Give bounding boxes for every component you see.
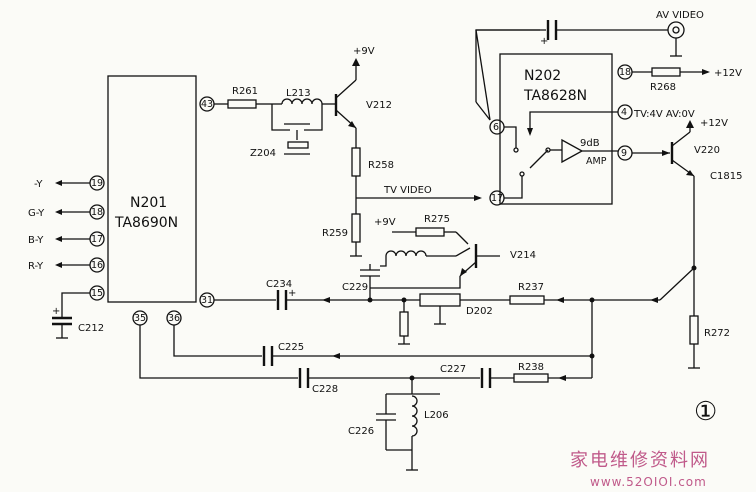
label-v220: V220: [694, 145, 720, 156]
pin-19: 19: [91, 178, 103, 189]
pin-35: 35: [134, 313, 146, 324]
amp-gain: 9dB: [580, 138, 600, 149]
label-plus12b: +12V: [700, 118, 728, 129]
pin-31: 31: [201, 295, 213, 306]
n202-pin-17: 17: [491, 193, 503, 204]
cap-c212: +: [52, 292, 90, 339]
pin43-network: [214, 58, 482, 257]
svg-text:+: +: [288, 288, 296, 299]
figure-number: ①: [694, 397, 717, 427]
label-c227: C227: [440, 364, 466, 375]
label-d202: D202: [466, 306, 493, 317]
signal-g-y: G-Y: [28, 208, 45, 219]
v214-network: [370, 227, 500, 289]
feedback-network: [139, 300, 595, 471]
pin4-note: TV:4V AV:0V: [633, 109, 695, 120]
label-v214: V214: [510, 250, 536, 261]
label-z204: Z204: [250, 148, 276, 159]
n202-internal: [504, 111, 618, 199]
label-r258: R258: [368, 160, 394, 171]
label-r259: R259: [322, 228, 348, 239]
ic-n202-part: TA8628N: [523, 88, 587, 104]
label-r268: R268: [650, 82, 676, 93]
n202-pin-9: 9: [621, 148, 627, 159]
pin-15: 15: [91, 288, 103, 299]
svg-text:+: +: [540, 36, 548, 47]
pin31-network: +: [214, 264, 600, 345]
n202-pin-18: 18: [619, 67, 631, 78]
n202-pin-4: 4: [621, 107, 627, 118]
signal-r-y: R-Y: [28, 261, 44, 272]
signal-b-y: B-Y: [28, 235, 44, 246]
pin-18: 18: [91, 207, 103, 218]
label-r238: R238: [518, 362, 544, 373]
label-c1815: C1815: [710, 171, 742, 182]
pin-17: 17: [91, 234, 103, 245]
pin-16: 16: [91, 260, 103, 271]
n201-output-lines: [55, 180, 90, 268]
label-r237: R237: [518, 282, 544, 293]
label-r275: R275: [424, 214, 450, 225]
label-c229: C229: [342, 282, 368, 293]
label-tv-video: TV VIDEO: [383, 185, 432, 196]
av-input-network: +: [475, 20, 710, 121]
ic-n201-ref: N201: [130, 195, 167, 211]
ic-n201-body: [107, 75, 197, 303]
label-l206: L206: [424, 410, 449, 421]
label-plus9b: +9V: [374, 217, 396, 228]
label-plus9a: +9V: [353, 46, 375, 57]
signal-y: -Y: [34, 179, 43, 190]
n201-left-pins: 19 18 17 16 15: [89, 175, 105, 301]
ic-n201-part: TA8690N: [114, 215, 178, 231]
label-r272: R272: [704, 328, 730, 339]
pin-36: 36: [168, 313, 180, 324]
label-l213: L213: [286, 88, 311, 99]
label-av-video: AV VIDEO: [656, 10, 704, 21]
label-plus12a: +12V: [714, 68, 742, 79]
label-c234: C234: [266, 279, 292, 290]
ic-n202-body: [499, 53, 613, 205]
label-v212: V212: [366, 100, 392, 111]
pin-43: 43: [201, 99, 213, 110]
amp-label: AMP: [586, 156, 607, 167]
svg-text:+: +: [52, 306, 60, 317]
watermark-cn: 家电维修资料网: [570, 450, 710, 471]
label-c228: C228: [312, 384, 338, 395]
label-c225: C225: [278, 342, 304, 353]
v220-network: [600, 120, 700, 369]
label-c226: C226: [348, 426, 374, 437]
n202-pin-6: 6: [493, 122, 499, 133]
label-r261: R261: [232, 86, 258, 97]
label-c212: C212: [78, 323, 104, 334]
watermark-url: www.52OIOI.com: [590, 475, 707, 489]
ic-n202-ref: N202: [524, 68, 561, 84]
